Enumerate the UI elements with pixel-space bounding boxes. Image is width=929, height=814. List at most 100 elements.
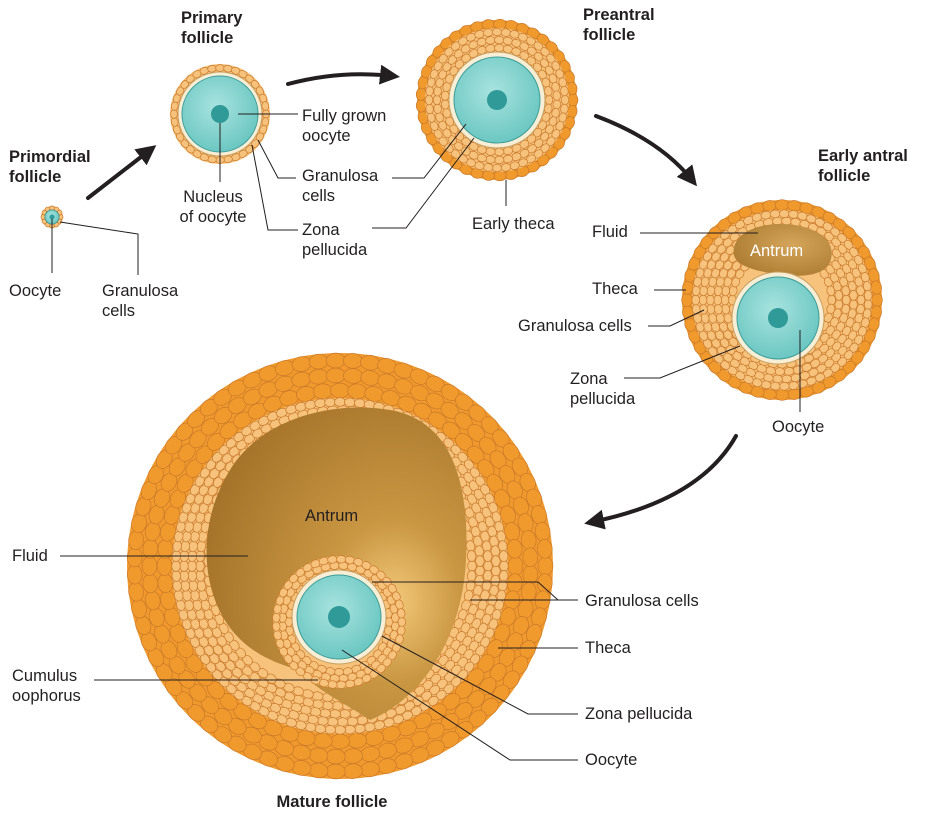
mature-granulosa-cell <box>329 709 341 719</box>
primary-zona-label: Zona pellucida <box>302 221 368 259</box>
preantral-granulosa-cell <box>491 27 503 37</box>
mature-cumulus-cell <box>336 555 347 564</box>
mature-theca-cell <box>330 733 350 750</box>
mature-follicle <box>126 352 554 780</box>
preantral-granulosa-cell <box>560 85 569 97</box>
mature-theca-cell <box>325 748 346 765</box>
mature-granulosa-cell <box>491 565 501 577</box>
mature-zona-label: Zona pellucida <box>585 705 693 723</box>
mature-cumulus-cell <box>397 616 406 628</box>
early-antral-granulosa-cell <box>856 285 865 297</box>
early-antral-granulosa-cell <box>827 294 836 306</box>
preantral-nucleus <box>487 90 507 110</box>
early-antral-granulosa-cell <box>713 294 722 306</box>
mature-follicle-title: Mature follicle <box>276 793 388 811</box>
primordial-granulosa-layer <box>40 205 64 229</box>
leader-preantral-zona <box>372 137 475 229</box>
mature-cumulus-label: Cumulus oophorus <box>12 667 81 705</box>
early-antral-theca-label: Theca <box>592 280 638 298</box>
mature-granulosa-cell <box>331 701 344 711</box>
preantral-granulosa-cell <box>560 94 570 106</box>
mature-theca-cell <box>325 352 346 369</box>
early-antral-granulosa-cell <box>841 285 850 297</box>
early-antral-granulosa-cell <box>863 290 873 301</box>
primary-oocyte-label: Fully grown oocyte <box>302 107 387 145</box>
arrow-early-antral-to-mature <box>584 434 738 530</box>
progression-arrows <box>86 64 738 530</box>
mature-granulosa-cell <box>466 550 477 562</box>
early-antral-antrum <box>733 224 832 276</box>
primary-granulosa-cell <box>170 109 178 119</box>
primordial-follicle-title: Primordial follicle <box>9 148 91 186</box>
primordial-oocyte-label: Oocyte <box>9 282 62 300</box>
early-antral-theca-cell <box>774 389 790 401</box>
mature-theca-cell <box>506 538 523 559</box>
preantral-granulosa-cell <box>432 94 442 106</box>
primary-granulosa-cell <box>261 101 270 111</box>
mature-fluid-label: Fluid <box>12 547 48 565</box>
mature-granulosa-cell <box>499 570 509 582</box>
early-antral-nucleus <box>768 308 788 328</box>
mature-granulosa-cell <box>171 560 181 572</box>
preantral-granulosa-cell <box>494 147 505 157</box>
mature-granulosa-cell <box>171 570 181 582</box>
leader-early-granulosa <box>648 309 705 327</box>
mature-theca-cell <box>325 367 346 384</box>
leader-mature-oocyte <box>341 649 578 761</box>
early-antral-granulosa-cell <box>781 216 792 226</box>
arrow-primordial-to-primary <box>86 145 157 200</box>
mature-cumulus-cell <box>272 621 281 632</box>
early-antral-granulosa-cell <box>781 374 792 384</box>
mature-granulosa-cell <box>344 725 356 735</box>
preantral-theca-cell <box>493 170 507 182</box>
mature-granulosa-cell <box>324 725 336 735</box>
mature-granulosa-cell <box>467 560 477 572</box>
leader-primordial-granulosa <box>59 221 139 275</box>
early-antral-granulosa-cell <box>856 294 866 306</box>
mature-granulosa-cell <box>491 555 501 567</box>
preantral-granulosa-cell <box>494 43 505 53</box>
mature-granulosa-cell <box>334 397 346 407</box>
mature-granulosa-cell <box>483 560 493 572</box>
primary-nucleus-label: Nucleus of oocyte <box>179 188 247 226</box>
early-antral-granulosa-cell <box>774 367 786 376</box>
primary-nucleus <box>211 105 229 123</box>
early-antral-oocyte-label: Oocyte <box>772 418 825 436</box>
early-antral-granulosa-cell <box>772 374 783 384</box>
early-antral-granulosa-cell <box>834 290 844 301</box>
mature-granulosa-cell <box>179 560 189 572</box>
mature-granulosa-cell <box>336 717 349 727</box>
mature-theca-cell <box>126 564 143 585</box>
preantral-theca-cell <box>493 18 507 30</box>
primordial-follicle <box>40 205 64 229</box>
mature-granulosa-cell <box>339 709 351 719</box>
mature-theca-cell <box>537 538 553 559</box>
preantral-follicle-title: Preantral follicle <box>583 6 655 44</box>
early-antral-fluid-label: Fluid <box>592 223 628 241</box>
leader-primary-granulosa <box>257 139 296 179</box>
mature-theca-label: Theca <box>585 639 631 657</box>
mature-theca-cell <box>522 547 539 568</box>
preantral-granulosa-cell <box>544 94 554 106</box>
leader-mature-granulosa-1 <box>372 581 559 601</box>
early-antral-granulosa-cell <box>778 209 790 218</box>
early-antral-follicle <box>681 199 883 401</box>
early-antral-follicle-title: Early antral follicle <box>818 147 908 185</box>
leader-mature-zona <box>381 635 578 715</box>
mature-theca-cell <box>507 556 524 576</box>
preantral-theca-cell <box>567 93 579 107</box>
mature-cumulus-cell <box>272 612 281 623</box>
preantral-follicle <box>415 18 579 182</box>
mature-granulosa-cell <box>483 550 493 562</box>
leader-lines <box>51 113 801 761</box>
early-antral-granulosa-cell <box>698 294 708 306</box>
early-antral-zona-label: Zona pellucida <box>570 370 636 408</box>
leader-early-zona <box>624 345 741 379</box>
arrow-primary-to-preantral <box>286 64 400 86</box>
early-antral-granulosa-cell <box>849 290 858 301</box>
mature-granulosa-cell <box>195 560 205 572</box>
early-antral-granulosa-cell <box>842 294 851 306</box>
early-antral-granulosa-label: Granulosa cells <box>518 317 632 335</box>
